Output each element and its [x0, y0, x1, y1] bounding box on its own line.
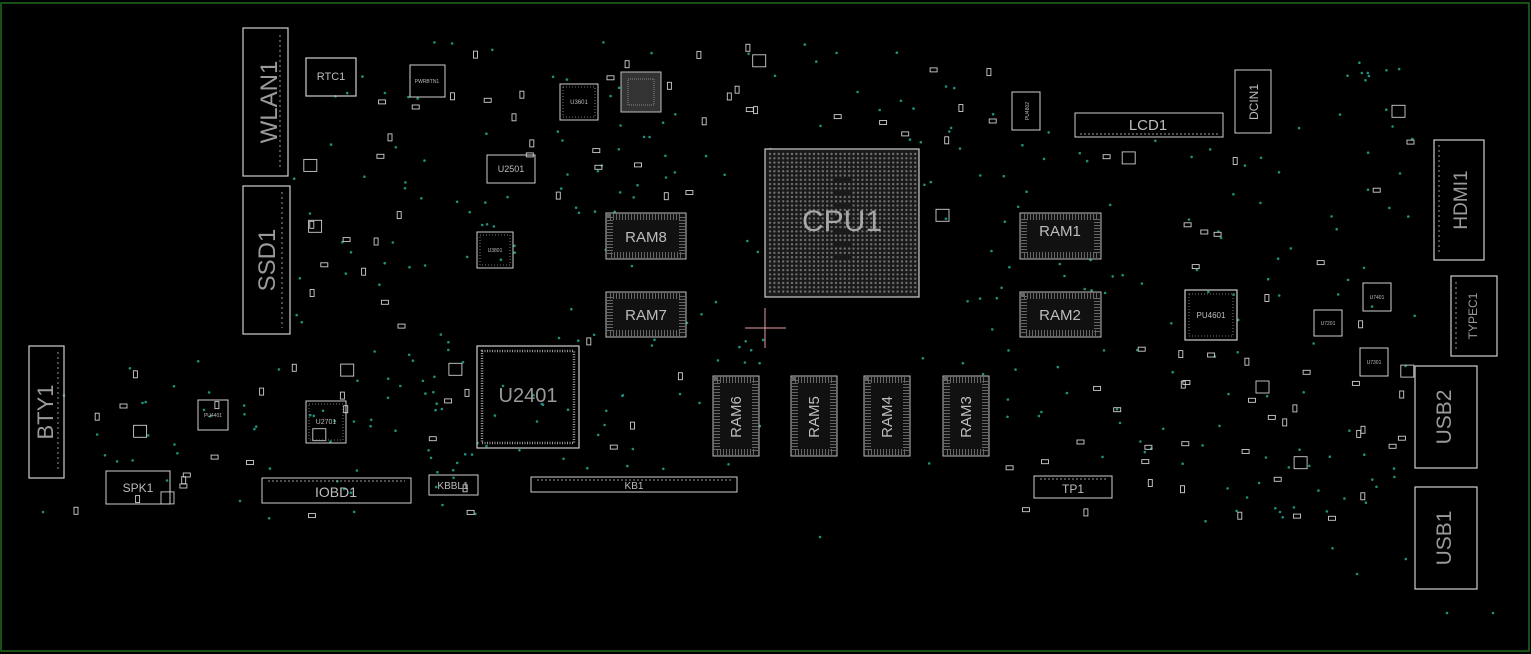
usb2-connector[interactable]: USB2	[1414, 365, 1478, 469]
u7201-label: U7201	[1321, 321, 1336, 327]
wlan-label: WLAN1	[256, 61, 283, 144]
ram5-chip[interactable]: RAM5	[790, 375, 838, 457]
u7301-label: U7301	[1367, 360, 1382, 366]
ram3-label: RAM3	[958, 396, 975, 438]
u2501-chip[interactable]: U2501	[486, 154, 536, 184]
cpu-ball-grid	[768, 152, 917, 293]
ram8-chip[interactable]: RAM8	[605, 212, 687, 260]
ram4-chip[interactable]: RAM4	[863, 375, 911, 457]
u2501-label: U2501	[498, 164, 525, 174]
pu4401-chip[interactable]: PU4401	[197, 399, 229, 431]
hdmi-label: HDMI1	[1451, 170, 1472, 229]
smd-component-layer	[73, 43, 1415, 521]
wlan-connector[interactable]: WLAN1	[242, 27, 289, 177]
bga-small-chip[interactable]	[620, 71, 662, 113]
crosshair-cursor-icon	[745, 308, 786, 348]
ram1-chip[interactable]: RAM1	[1019, 212, 1102, 260]
battery-connector[interactable]: BTY1	[28, 345, 65, 479]
u3601-label: U3601	[570, 100, 588, 106]
ram7-chip[interactable]: RAM7	[605, 291, 687, 338]
ram2-label: RAM2	[1039, 307, 1081, 324]
iobd-label: IOBD1	[315, 484, 357, 500]
kbbl-label: KBBL1	[437, 481, 469, 492]
cpu-label: CPU1	[802, 205, 882, 238]
kbbl-connector[interactable]: KBBL1	[428, 474, 479, 496]
usb1-label: USB1	[1433, 511, 1456, 566]
typec-label: TYPEC1	[1466, 292, 1480, 339]
ram6-label: RAM6	[728, 396, 745, 438]
ram2-chip[interactable]: RAM2	[1019, 291, 1102, 338]
rtc-label: RTC1	[317, 71, 346, 83]
u7401-label: U7401	[1370, 295, 1385, 301]
lcd-label: LCD1	[1129, 117, 1167, 134]
ssd-connector[interactable]: SSD1	[242, 185, 291, 335]
usb1-connector[interactable]: USB1	[1414, 486, 1478, 590]
u2701-label: U2701	[316, 419, 337, 426]
ram5-label: RAM5	[806, 396, 823, 438]
lcd-connector[interactable]: LCD1	[1074, 112, 1224, 138]
pu4601-chip[interactable]: PU4601	[1184, 289, 1238, 341]
cpu-socket[interactable]: CPU1	[764, 148, 920, 298]
u7401-chip[interactable]: U7401	[1362, 282, 1392, 312]
pu4802-chip[interactable]: PU4802	[1011, 91, 1041, 131]
usb2-label: USB2	[1433, 390, 1456, 445]
tp-label: TP1	[1062, 482, 1084, 496]
spk-label: SPK1	[123, 481, 154, 495]
rtc-battery[interactable]: RTC1	[305, 57, 357, 97]
ram3-chip[interactable]: RAM3	[942, 375, 990, 457]
u7301-chip[interactable]: U7301	[1359, 347, 1389, 377]
u7201-chip[interactable]: U7201	[1313, 309, 1343, 337]
pu4401-label: PU4401	[204, 413, 222, 419]
speaker-connector[interactable]: SPK1	[105, 470, 171, 505]
ram4-label: RAM4	[879, 396, 896, 438]
u2401-label: U2401	[499, 385, 558, 407]
iobd-connector[interactable]: IOBD1	[261, 477, 412, 504]
pu4601-label: PU4601	[1197, 311, 1226, 320]
typec-connector[interactable]: TYPEC1	[1450, 275, 1498, 357]
ram8-label: RAM8	[625, 229, 667, 246]
dcin-connector[interactable]: DCIN1	[1234, 69, 1272, 134]
u3801-chip[interactable]: U3801	[476, 231, 514, 269]
ram7-label: RAM7	[625, 307, 667, 324]
keyboard-connector[interactable]: KB1	[530, 476, 738, 493]
touchpad-connector[interactable]: TP1	[1033, 475, 1113, 499]
u3801-label: U3801	[488, 248, 503, 254]
ram1-label: RAM1	[1039, 223, 1081, 240]
bty-label: BTY1	[33, 384, 58, 439]
u3601-chip[interactable]: U3601	[559, 83, 599, 121]
kb-label: KB1	[625, 481, 644, 492]
u2701-chip[interactable]: U2701	[305, 400, 347, 444]
power-button-chip[interactable]: PWRBTN1	[409, 64, 446, 98]
dcin-label: DCIN1	[1247, 84, 1261, 120]
hdmi-connector[interactable]: HDMI1	[1433, 139, 1485, 261]
u2401-chip[interactable]: U2401	[476, 345, 580, 449]
ram6-chip[interactable]: RAM6	[712, 375, 760, 457]
pu4802-label: PU4802	[1025, 102, 1031, 120]
pwrbtn-label: PWRBTN1	[415, 79, 440, 85]
ssd-label: SSD1	[254, 229, 281, 292]
